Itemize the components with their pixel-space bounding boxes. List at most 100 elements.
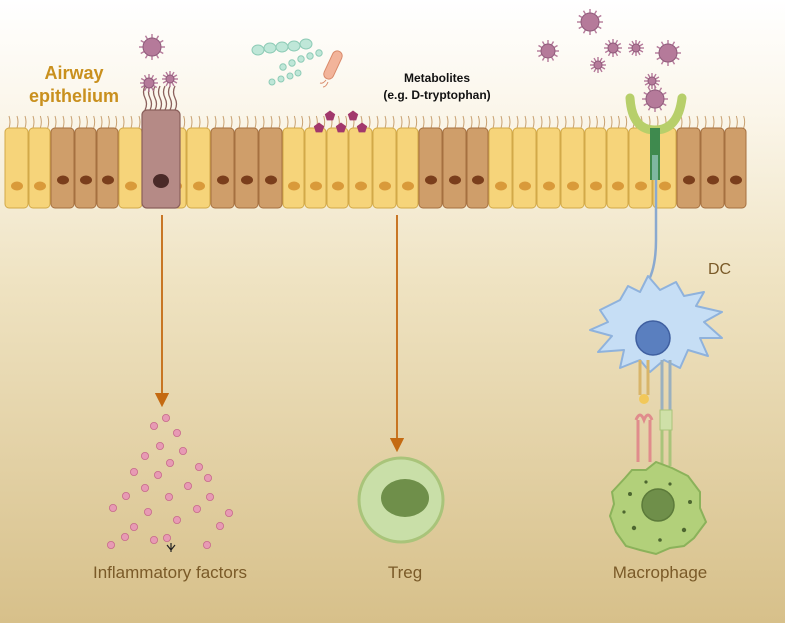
cilium [278, 115, 281, 129]
epithelial-cell [560, 127, 585, 209]
epithelial-cell [396, 127, 419, 209]
cilium [595, 115, 598, 129]
metabolite-pentagon [356, 122, 368, 133]
virus-particle [604, 39, 622, 57]
inflammatory-factor-dot [192, 504, 201, 513]
virus-spike [173, 80, 178, 84]
virus-spike [593, 68, 597, 73]
virus-spike [647, 84, 651, 89]
epithelial-cell [348, 127, 373, 209]
cell-nucleus [495, 181, 507, 191]
cilium [107, 115, 110, 129]
epithelial-cell [628, 127, 653, 209]
inflammatory-dots [107, 413, 233, 552]
inflammatory-factor-dot [165, 458, 174, 467]
virus-spike [604, 49, 610, 54]
epithelial-cell [186, 127, 211, 209]
epithelial-cell [304, 127, 327, 209]
virus-spike [599, 68, 603, 73]
inflammatory-factor-dot [143, 507, 152, 516]
virus-spike [597, 25, 602, 30]
virus-body [142, 37, 162, 57]
epithelial-cell [724, 127, 747, 209]
virus-particle [655, 40, 681, 66]
virus-spike [155, 54, 160, 59]
virus-spike [541, 41, 546, 46]
cilium [100, 115, 103, 129]
bacterium-small [277, 75, 285, 83]
virus-body [593, 60, 603, 70]
cilium [438, 115, 441, 129]
cell-nucleus [543, 181, 555, 191]
virus-body [540, 43, 556, 59]
inflamed-cilium [142, 85, 148, 111]
cilium [556, 115, 559, 129]
cilium [400, 115, 403, 129]
cilium [430, 115, 433, 129]
cell-nucleus [590, 181, 602, 191]
cilium [308, 115, 311, 129]
inflammatory-factor-dot [164, 492, 173, 501]
cilium [138, 115, 141, 129]
virus-spike [647, 87, 652, 92]
virus-spike [150, 86, 155, 92]
inflammatory-factor-dot [172, 428, 181, 437]
dc-macrophage-synapse [634, 360, 673, 466]
epithelial-cell [50, 127, 75, 209]
epithelial-cell [442, 127, 467, 209]
cilium [85, 115, 88, 129]
epithelial-cell [74, 127, 97, 209]
virus-spike [599, 57, 603, 62]
cilium [500, 115, 503, 129]
virus-spike [152, 77, 158, 82]
cilium [24, 115, 27, 129]
cilium [214, 115, 217, 129]
virus-particle [644, 73, 660, 89]
macrophage-label: Macrophage [612, 563, 708, 582]
cilium [183, 115, 186, 129]
virus-spike [162, 80, 167, 84]
virus-spike [675, 45, 680, 50]
dc-label: DC [708, 261, 732, 278]
cilium [16, 115, 19, 129]
epithelial-cell [234, 127, 259, 209]
virus-spike [637, 51, 641, 56]
cell-nucleus [379, 181, 391, 191]
cilium [470, 115, 473, 129]
cell-nucleus [193, 181, 205, 191]
virus-spike [607, 39, 612, 45]
cilium [508, 115, 511, 129]
cell-nucleus [310, 181, 322, 191]
virus-spike [662, 102, 667, 107]
virus-spike [165, 71, 169, 76]
virus-spike [550, 41, 555, 46]
epithelial-cell [326, 127, 349, 209]
inflammatory-factor-dot [203, 473, 212, 482]
virus-particle [590, 57, 606, 73]
microbes [139, 9, 681, 112]
cilium [492, 115, 495, 129]
virus-spike [671, 60, 676, 65]
virus-spike [658, 106, 663, 111]
cell-nucleus [125, 181, 137, 191]
epithelial-cell [372, 127, 397, 209]
cilium [588, 115, 591, 129]
inflammatory-factor-dot [205, 492, 214, 501]
virus-spike [656, 45, 661, 50]
cilium [454, 115, 457, 129]
dendritic-cell [589, 275, 723, 373]
virus-spike [644, 82, 649, 86]
cilium [580, 115, 583, 129]
cell-nucleus [217, 175, 229, 185]
inflammatory-factor-dot [183, 481, 192, 490]
cilium [222, 115, 225, 129]
virus-spike [653, 73, 657, 78]
cilium [735, 115, 738, 129]
virus-particle [139, 34, 165, 60]
epithelial-cell [4, 127, 29, 209]
metabolites-label-line1: Metabolites [403, 71, 470, 85]
virus-spike [159, 39, 164, 44]
cilium [262, 115, 265, 129]
virus-spike [143, 86, 148, 92]
